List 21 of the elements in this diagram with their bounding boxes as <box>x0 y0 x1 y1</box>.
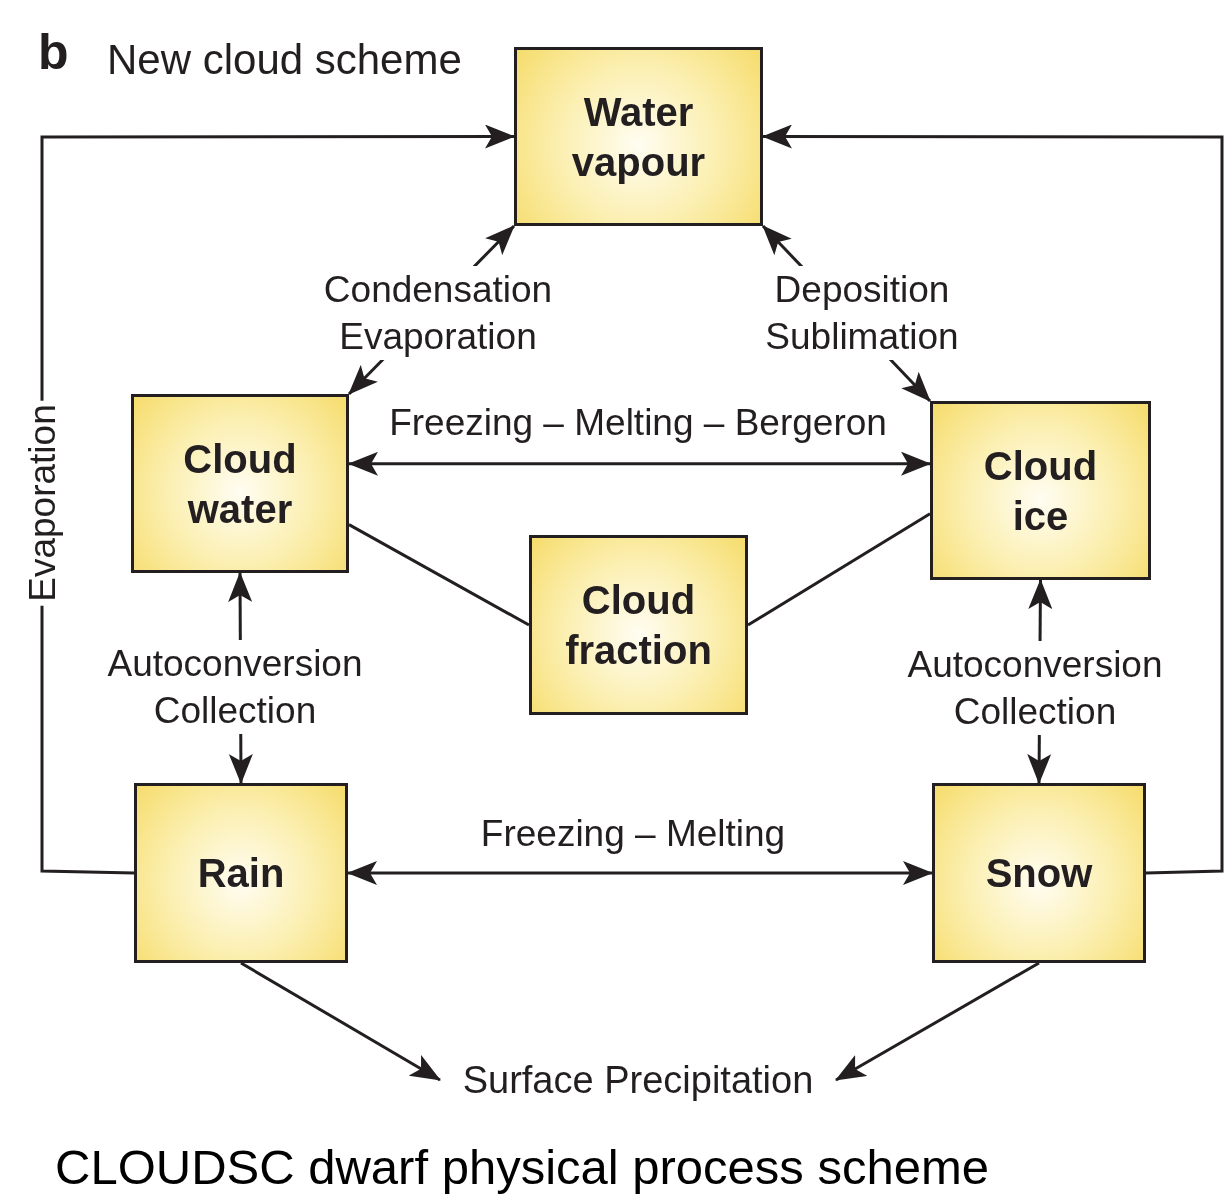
output-label: Surface Precipitation <box>461 1058 815 1102</box>
box-label: Rain <box>196 850 286 897</box>
process-box <box>131 394 349 573</box>
arrow <box>762 124 1224 875</box>
box-label: Cloud water <box>182 435 298 533</box>
panel-letter: b <box>38 23 69 82</box>
arrow <box>347 861 933 885</box>
caption: CLOUDSC dwarf physical process scheme <box>55 1139 990 1196</box>
process-box <box>930 401 1151 580</box>
box-label: Snow <box>984 850 1094 897</box>
box-label: Cloud ice <box>982 442 1099 540</box>
arrow <box>835 961 1040 1082</box>
process-box <box>134 783 348 963</box>
process-box <box>932 783 1146 963</box>
box-label: Cloud fraction <box>564 577 713 674</box>
process-box <box>529 535 748 715</box>
process-box <box>514 47 763 226</box>
diagram-title: New cloud scheme <box>107 35 462 85</box>
arrow <box>240 961 441 1082</box>
box-label: Water vapour <box>570 88 707 186</box>
arrow <box>348 451 931 476</box>
